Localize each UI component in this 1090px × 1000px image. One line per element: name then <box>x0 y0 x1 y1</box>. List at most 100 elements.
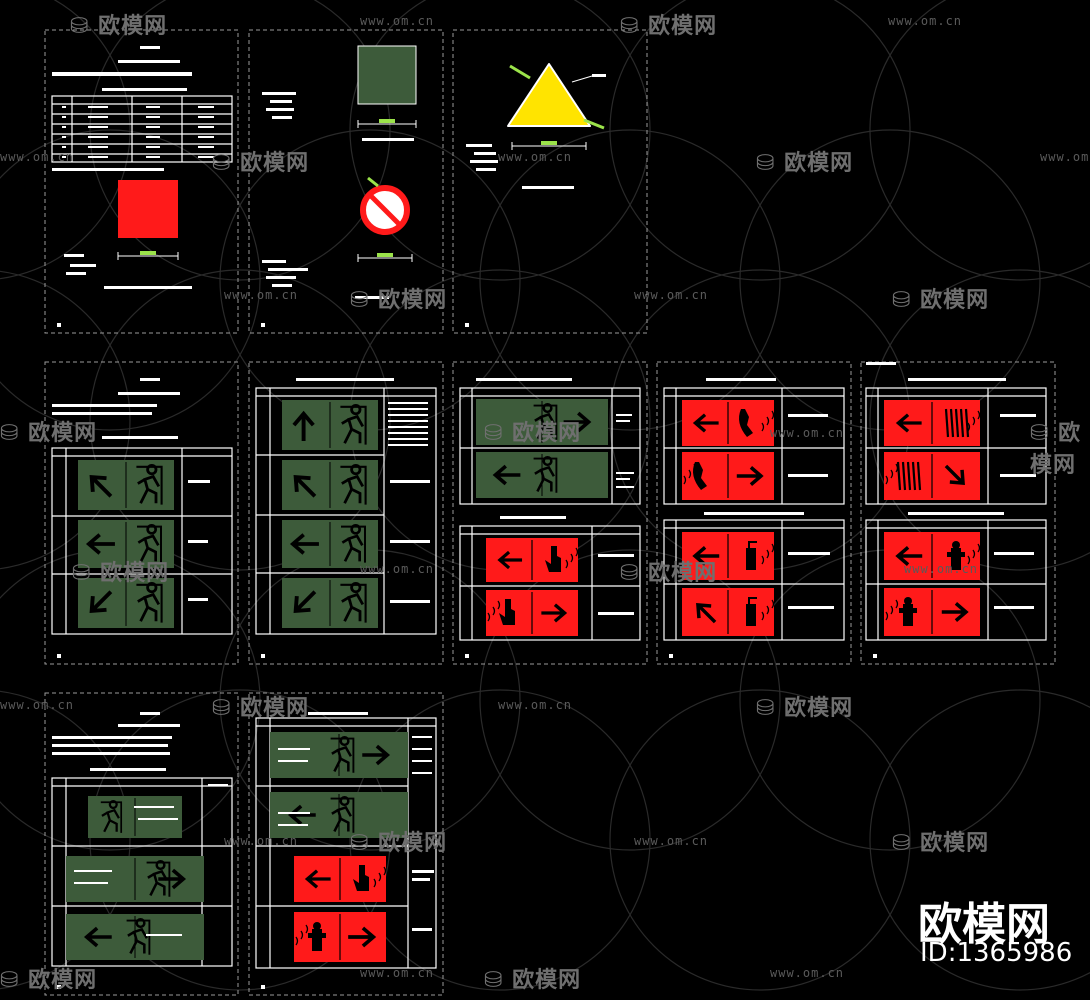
watermark-logo: ⛁ 欧模网 <box>212 696 310 721</box>
watermark-logo: ⛁ 欧模网 <box>756 151 854 176</box>
sheet-frame <box>44 361 239 665</box>
fire-alarm-phone-icon <box>693 462 707 490</box>
exit-arrow-icon <box>293 474 317 498</box>
text-line <box>104 286 192 289</box>
watermark-arc <box>479 549 781 851</box>
flame-icon <box>373 878 377 888</box>
text-line <box>788 414 828 417</box>
watermark-arc <box>0 690 131 990</box>
text-line <box>788 606 834 609</box>
fire-alarm-phone-icon <box>739 409 775 437</box>
text-line <box>188 540 208 543</box>
sheet-marker <box>57 323 61 327</box>
fire-extinguisher-icon <box>748 597 757 604</box>
text-line <box>52 744 168 747</box>
exit-arrow-icon <box>287 804 316 826</box>
text-line <box>188 480 210 483</box>
exit-arrow-icon <box>287 804 316 826</box>
exit-arrow-icon <box>304 869 331 889</box>
fire-hydrant-icon <box>947 552 965 557</box>
exit-arrow-icon <box>895 413 922 433</box>
flame-icon <box>977 410 981 420</box>
text-line <box>476 378 572 381</box>
dimension-label <box>140 251 156 255</box>
flame-icon <box>771 410 775 420</box>
text-line <box>388 444 428 446</box>
text-line <box>134 806 174 808</box>
exit-arrow-icon <box>692 546 720 566</box>
flame-icon <box>295 936 299 946</box>
text-line <box>308 712 368 715</box>
text-line <box>412 772 432 774</box>
exit-arrow-icon <box>293 474 317 498</box>
table-grid <box>663 519 845 641</box>
exit-arrow-icon <box>362 744 391 766</box>
watermark-url: www.om.cn <box>634 288 709 302</box>
text-line <box>270 100 292 103</box>
dimension-label <box>377 253 393 257</box>
exit-arrow-icon <box>89 590 113 614</box>
flame-icon <box>383 866 387 876</box>
fire-hydrant-icon <box>904 597 912 605</box>
fire-extinguisher-icon <box>746 597 775 626</box>
fire-hose-icon <box>901 461 907 491</box>
leader-line <box>571 75 593 83</box>
text-line <box>412 760 432 762</box>
text-line <box>908 378 1006 381</box>
text-line <box>268 268 308 271</box>
table-grid <box>459 525 641 641</box>
text-line <box>388 414 428 416</box>
text-line <box>474 152 496 155</box>
watermark-arc <box>89 0 391 281</box>
text-line <box>146 116 160 118</box>
sheet-frame <box>452 29 648 334</box>
text-line <box>598 612 634 615</box>
exit-arrow-icon <box>289 533 319 555</box>
exit-arrow-icon <box>563 411 592 433</box>
dimension-label <box>541 141 557 145</box>
watermark-logo: ⛁ 欧模网 <box>0 968 98 993</box>
flame-icon <box>972 549 976 559</box>
flame-icon <box>492 606 496 616</box>
text-line <box>70 264 96 267</box>
fire-hose-icon <box>896 461 902 491</box>
flame-icon <box>890 605 894 615</box>
table-grid <box>865 519 1047 641</box>
text-line <box>62 146 66 148</box>
text-line <box>146 156 160 158</box>
exit-arrow-icon <box>541 603 568 623</box>
watermark-arc <box>869 0 1090 281</box>
text-line <box>592 74 606 77</box>
fire-hydrant-icon <box>312 929 322 951</box>
sheet-marker <box>261 985 265 989</box>
text-line <box>788 474 828 477</box>
text-line <box>388 420 428 422</box>
text-line <box>198 136 214 138</box>
fire-extinguisher-icon <box>746 548 756 570</box>
watermark-logo: ⛁ 欧模网 <box>620 561 718 586</box>
exit-arrow-icon <box>563 411 592 433</box>
text-line <box>62 156 66 158</box>
exit-arrow-icon <box>492 464 521 486</box>
text-line <box>74 882 108 884</box>
text-line <box>66 272 86 275</box>
exit-arrow-icon <box>85 533 115 555</box>
flame-icon <box>761 422 765 432</box>
text-line <box>994 606 1034 609</box>
text-line <box>62 116 66 118</box>
exit-arrow-icon <box>941 602 969 622</box>
text-line <box>140 712 160 715</box>
watermark-arc <box>89 689 391 991</box>
exit-arrow-icon <box>289 533 319 555</box>
exit-arrow-icon <box>692 546 720 566</box>
exit-arrow-icon <box>304 869 331 889</box>
sheet-marker <box>465 654 469 658</box>
brand-name: 欧模网 <box>918 899 1050 950</box>
watermark-logo: ⛁ 欧模网 <box>350 288 448 313</box>
watermark-url: www.om.cn <box>0 150 75 164</box>
flame-icon <box>305 924 309 934</box>
text-line <box>278 824 308 826</box>
fire-alarm-phone-icon <box>739 409 753 437</box>
exit-arrow-icon <box>497 550 523 570</box>
